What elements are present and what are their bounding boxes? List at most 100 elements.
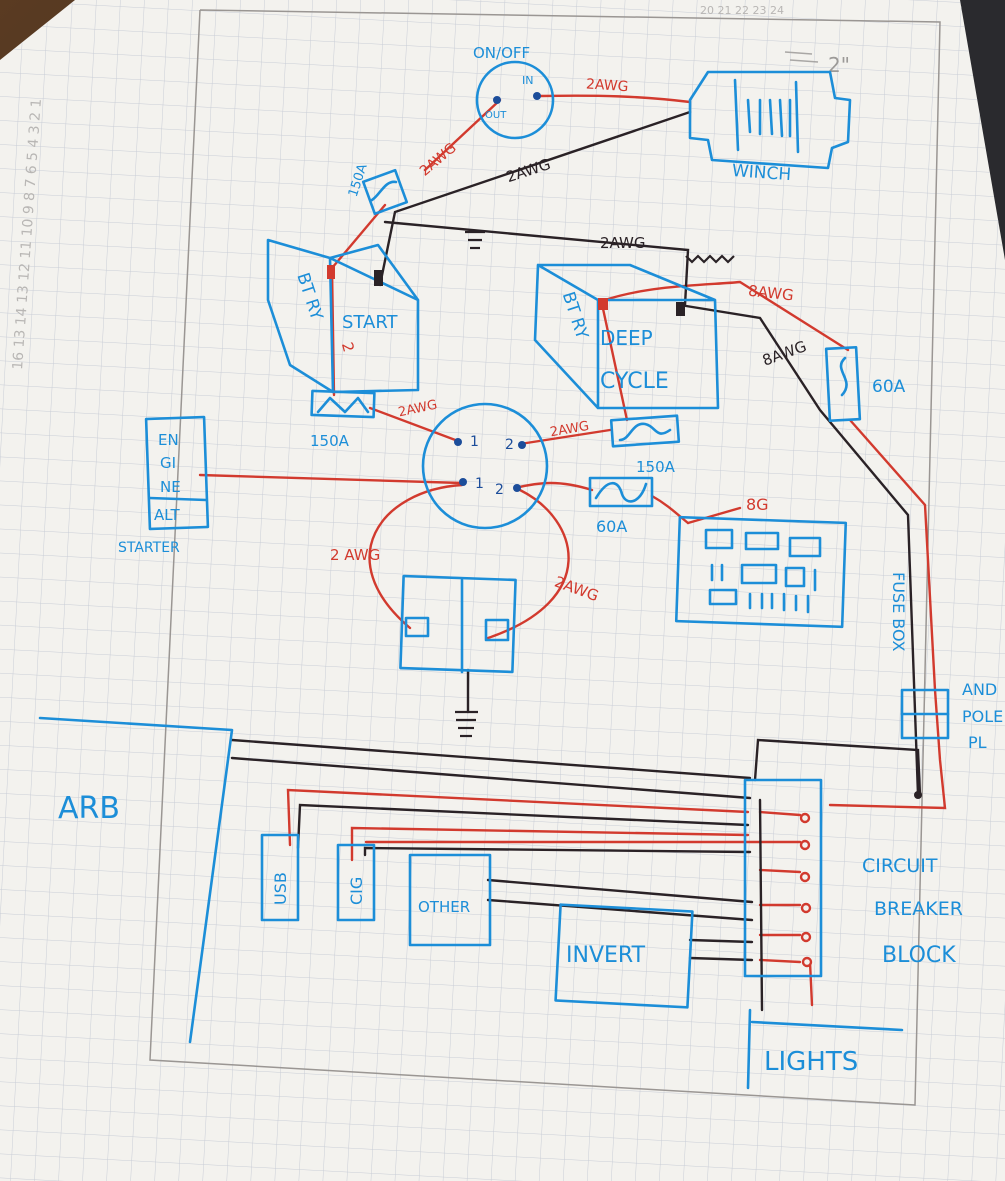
ruler-top-numbers: 20 21 22 23 24 xyxy=(700,4,784,17)
label-deep: DEEP xyxy=(600,326,653,350)
wire-switch-to-150a xyxy=(423,98,502,172)
wire-60a-to-fusebox xyxy=(650,494,690,525)
ground-symbols xyxy=(455,230,735,738)
label-starter: STARTER xyxy=(118,540,180,556)
label-60a-right: 60A xyxy=(872,377,906,397)
label-150a-right: 150A xyxy=(636,458,676,476)
label-batt-start: START xyxy=(342,312,399,333)
label-engine-4: ALT xyxy=(154,506,181,524)
wire-to-cig xyxy=(350,826,750,862)
label-switch-in: IN xyxy=(522,74,533,87)
fuse-150a-top xyxy=(361,168,409,216)
wire-ground-other-2 xyxy=(486,898,754,922)
wire-loop-left xyxy=(368,483,464,630)
label-awg-2-vertical: 2 xyxy=(338,340,358,354)
label-cb-1: CIRCUIT xyxy=(862,855,938,877)
battery-post-deep-pos xyxy=(598,298,608,310)
label-awg-black-mid: 2AWG xyxy=(600,234,645,252)
fuse-60a-right xyxy=(824,345,862,423)
label-awg-loop-left: 2 AWG xyxy=(330,546,380,564)
arb-fridge xyxy=(38,716,234,1044)
wire-8g xyxy=(686,506,742,525)
label-anderson-3: PL xyxy=(968,733,987,752)
wire-60a-down xyxy=(828,418,947,810)
wire-ground-usb xyxy=(296,803,750,850)
label-cycle: CYCLE xyxy=(600,369,669,394)
other-outlet xyxy=(408,853,492,947)
label-winch: WINCH xyxy=(731,161,791,185)
label-iso-2a: 2 xyxy=(505,437,514,453)
wire-winch-ground xyxy=(378,110,692,287)
red-wires xyxy=(198,94,947,1007)
fuse-150a-right xyxy=(609,414,681,448)
label-awg-red-top: 2AWG xyxy=(586,76,629,95)
fuse-box xyxy=(674,515,848,629)
wire-deep-to-fusebox xyxy=(678,303,920,797)
label-awg-8g: 8G xyxy=(746,495,769,514)
battery-deep xyxy=(533,263,720,410)
wire-ground-cig xyxy=(363,846,752,857)
wire-iso2-to-150a xyxy=(518,428,612,446)
wire-ground-arb-2 xyxy=(230,756,752,800)
wire-loop-right xyxy=(486,488,570,640)
load-box xyxy=(399,574,517,674)
fuse-60a-mid xyxy=(588,476,654,508)
label-switch-out: OUT xyxy=(485,110,507,121)
battery-start xyxy=(266,238,420,394)
label-on-off: ON/OFF xyxy=(473,44,530,62)
fuse-150a-left xyxy=(310,389,376,419)
page-border xyxy=(149,9,941,1106)
label-engine-1: EN xyxy=(158,431,179,449)
label-fusebox: FUSE BOX xyxy=(889,572,908,652)
wire-cb-top xyxy=(753,738,922,797)
label-arb: ARB xyxy=(58,791,120,826)
label-iso-1b: 1 xyxy=(475,476,484,492)
label-60a-mid: 60A xyxy=(596,517,627,536)
label-anderson-1: AND xyxy=(962,680,997,699)
blue-components xyxy=(38,60,950,1090)
scale-mark: 2" xyxy=(828,53,850,77)
label-anderson-2: POLE xyxy=(962,707,1003,726)
wire-ground-invert-2 xyxy=(688,956,754,962)
lights-outline xyxy=(746,1008,904,1090)
label-usb: USB xyxy=(271,872,290,905)
wire-cb-out-5 xyxy=(758,958,802,964)
inverter xyxy=(554,903,694,1009)
wire-ground-other xyxy=(486,878,754,904)
wire-ground-invert xyxy=(688,938,754,944)
wire-150a-to-iso1 xyxy=(368,406,460,443)
label-awg-8-red: 8AWG xyxy=(747,282,794,305)
wire-cb-to-lights xyxy=(808,960,814,1007)
label-cb-2: BREAKER xyxy=(874,898,963,920)
cig-outlet xyxy=(336,843,376,922)
wire-switch-to-winch xyxy=(538,94,692,104)
battery-post-start-neg xyxy=(374,270,383,286)
isolator-switch xyxy=(421,402,549,530)
wire-150a-to-deep xyxy=(600,302,629,422)
label-cig: CIG xyxy=(347,877,366,905)
battery-post-deep-neg xyxy=(676,302,685,316)
label-other: OTHER xyxy=(418,898,470,916)
black-wires xyxy=(230,110,922,1012)
breaker-terminals xyxy=(799,812,813,968)
label-cb-3: BLOCK xyxy=(882,943,956,968)
wire-to-usb xyxy=(286,788,750,847)
label-150a-left: 150A xyxy=(310,432,350,450)
label-awg-right-deep: 2AWG xyxy=(549,419,590,441)
label-invert: INVERT xyxy=(566,943,646,968)
label-engine-3: NE xyxy=(160,478,181,496)
label-iso-2b: 2 xyxy=(495,482,504,498)
winch-body xyxy=(688,70,852,170)
engine-alt-box xyxy=(144,415,210,531)
wire-cb-out-1 xyxy=(758,810,802,817)
terminal-dots xyxy=(454,92,541,492)
wire-engine-to-iso1 xyxy=(198,473,464,485)
label-engine-2: GI xyxy=(160,454,176,472)
usb-outlet xyxy=(260,833,300,922)
on-off-switch xyxy=(475,60,555,140)
label-lights: LIGHTS xyxy=(764,1047,858,1077)
battery-post-start-pos xyxy=(327,265,335,279)
